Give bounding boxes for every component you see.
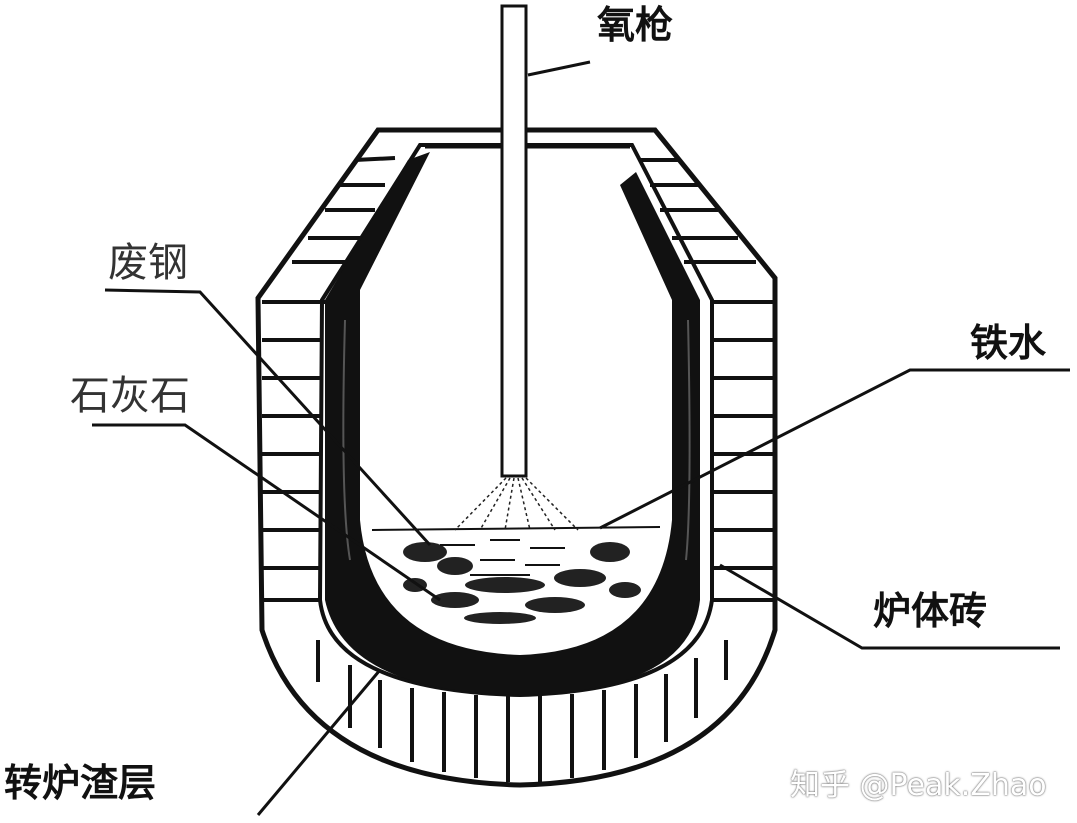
oxygen-lance	[500, 4, 528, 478]
leader-slag-layer	[256, 669, 382, 816]
slag-lining-layer	[325, 152, 700, 695]
leader-hot-metal	[599, 368, 1070, 530]
brick-lines-right	[640, 158, 775, 602]
leader-scrap-steel	[104, 288, 432, 547]
label-oxygen-lance: 氧枪	[597, 3, 674, 47]
slag-lining-highlight	[342, 319, 351, 561]
hot-metal-surface	[371, 526, 661, 531]
label-scrap-steel: 废钢	[108, 240, 188, 286]
leader-furnace-brick	[719, 563, 1060, 650]
leader-oxygen-lance	[527, 60, 591, 77]
label-slag-layer: 转炉渣层	[4, 761, 157, 805]
oxygen-jet	[454, 477, 579, 531]
leader-lines	[92, 60, 1070, 816]
watermark: 知乎 @Peak.Zhao	[790, 768, 1047, 803]
slag-lining-highlight-right	[685, 319, 691, 561]
bath-texture-lines	[440, 539, 565, 576]
leader-limestone	[92, 423, 441, 602]
brick-lines-bottom	[316, 640, 728, 782]
label-furnace-brick: 炉体砖	[873, 589, 988, 633]
label-hot-metal: 铁水	[970, 321, 1047, 365]
converter-outer-shell	[255, 127, 778, 788]
brick-lines-left	[262, 156, 396, 602]
label-limestone: 石灰石	[70, 373, 190, 419]
scrap-and-limestone-pile	[403, 542, 641, 624]
